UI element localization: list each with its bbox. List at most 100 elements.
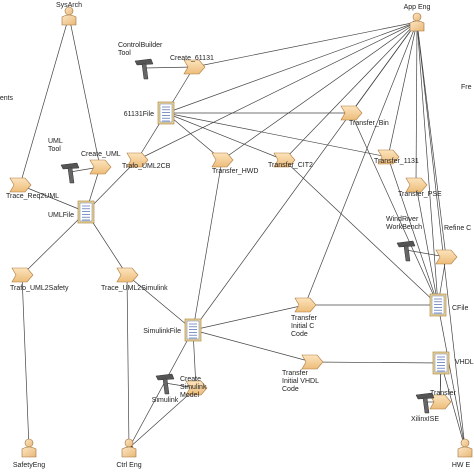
artifact-simulink-icon[interactable] xyxy=(184,318,202,342)
trace-uml2simulink-label: Trace_UML2Simulink xyxy=(101,285,168,292)
app-eng-label: App Eng xyxy=(403,4,431,11)
edge-simulink-to-transfer_initial_c xyxy=(192,303,306,331)
edge-transfer_hwd-to-app_eng xyxy=(221,21,418,161)
ments-label: ments xyxy=(0,95,14,102)
role-ctrl-eng[interactable] xyxy=(121,438,137,458)
task-create-uml[interactable] xyxy=(89,159,112,175)
hammer-icon xyxy=(155,373,175,395)
edge-f61131-to-transfer_1131 xyxy=(165,112,389,159)
connector-lines xyxy=(19,15,467,449)
task-create-61131[interactable] xyxy=(183,59,206,75)
edge-transfer_1131-to-app_eng xyxy=(387,21,419,158)
artifact-vhdl-icon[interactable] xyxy=(432,351,450,375)
safety-eng-label: SafetyEng xyxy=(12,462,46,469)
edge-transfer_hwd-to-simulink xyxy=(191,159,223,331)
transfer-label: Transfer xyxy=(430,390,456,397)
trace-req2uml-label: Trace_Req2UML xyxy=(6,193,60,200)
transfer-bin-label: Transfer_Bin xyxy=(349,120,389,127)
trafo-uml2cb-label: Trafo_UML2CB xyxy=(122,163,171,170)
sys-arch-label: SysArch xyxy=(55,2,83,9)
f61131-label: 61131File xyxy=(123,111,154,118)
edge-app_eng-to-hw_eng xyxy=(416,21,467,449)
task-trafo-uml2safety[interactable] xyxy=(11,267,34,283)
edge-trace_req2uml-to-sys_arch xyxy=(19,15,70,186)
task-transfer-hwd[interactable] xyxy=(211,152,234,168)
task-create-simulink[interactable] xyxy=(185,380,208,396)
edge-transfer_pse-to-app_eng xyxy=(414,21,420,186)
task-refine-c[interactable] xyxy=(435,249,458,265)
edge-uml-to-trafo_uml2cb xyxy=(85,159,138,213)
task-transfer-initial-vhdl[interactable] xyxy=(301,354,324,370)
edge-app_eng-to-refine_c xyxy=(416,21,448,258)
edge-trafo_uml2cb-to-app_eng xyxy=(136,21,418,161)
edge-transfer_initial_c-to-app_eng xyxy=(304,21,418,306)
edge-transfer_bin-to-cfile xyxy=(350,112,439,306)
refine-c-label: Refine C xyxy=(444,225,472,232)
vhdl-label: VHDLF xyxy=(455,359,474,366)
artifact-f61131-icon[interactable] xyxy=(157,101,175,125)
edge-create_uml-to-sys_arch xyxy=(67,15,101,168)
task-transfer-pse[interactable] xyxy=(405,177,428,193)
cfile-label: CFile xyxy=(452,305,469,312)
edge-trace_uml2simulink-to-simulink xyxy=(126,274,194,331)
hw-eng-label: HW E xyxy=(451,462,471,469)
edge-f61131-to-transfer_cit2 xyxy=(165,112,285,161)
edge-transfer_cit2-to-cfile xyxy=(283,159,439,306)
transfer-pse-label: Transfer_PSE xyxy=(398,191,442,198)
edge-trafo_uml2safety-to-safety_eng xyxy=(21,274,31,449)
edge-trace_uml2simulink-to-ctrl_eng xyxy=(126,274,132,449)
artifact-uml-icon[interactable] xyxy=(77,200,95,224)
role-safety-eng[interactable] xyxy=(21,438,37,458)
edge-simulink-to-transfer_initial_vhdl xyxy=(192,329,313,364)
hammer-icon xyxy=(134,58,154,80)
task-transfer-1131[interactable] xyxy=(377,149,400,165)
role-hw-eng[interactable] xyxy=(457,438,473,458)
edge-trace_req2uml-to-uml xyxy=(19,184,87,213)
edge-cfile-to-app_eng xyxy=(415,21,439,306)
role-sys-arch[interactable] xyxy=(61,6,77,26)
task-trace-uml2simulink[interactable] xyxy=(116,267,139,283)
edge-tool_cb-to-create_61131 xyxy=(143,64,195,70)
edge-create_61131-to-app_eng xyxy=(193,20,418,68)
create-uml-label: Create_UML xyxy=(81,151,121,158)
edge-f61131-to-app_eng xyxy=(165,21,418,114)
create-61131-label: Create_61131 xyxy=(170,55,214,62)
task-transfer-cit2[interactable] xyxy=(273,152,296,168)
edge-vhdl-to-hw_eng xyxy=(440,362,466,449)
edge-transfer_cit2-to-app_eng xyxy=(283,21,418,161)
task-transfer[interactable] xyxy=(429,394,452,410)
transfer-1131-label: Transfer_1131 xyxy=(374,158,419,165)
task-trafo-uml2cb[interactable] xyxy=(126,152,149,168)
task-transfer-initial-c[interactable] xyxy=(294,297,317,313)
task-transfer-bin[interactable] xyxy=(340,105,363,121)
edge-f61131-to-transfer_hwd xyxy=(165,112,223,161)
tool-sim-label: Simulink xyxy=(151,397,179,404)
tool-xil-label: XilinxISE xyxy=(410,416,440,423)
hammer-icon xyxy=(60,162,80,184)
ctrl-eng-label: Ctrl Eng xyxy=(116,462,142,469)
transfer-hwd-label: Transfer_HWD xyxy=(212,168,259,175)
fre-label: Fre xyxy=(461,84,472,91)
uml-label: UMLFile xyxy=(47,212,74,219)
edge-transfer_pse-to-cfile xyxy=(415,184,440,306)
simulink-label: SimulinkFile xyxy=(143,328,181,335)
role-app-eng[interactable] xyxy=(409,12,425,32)
edge-simulink-to-ctrl_eng xyxy=(128,329,194,449)
transfer-cit2-label: Transfer_CIT2 xyxy=(268,162,313,169)
edge-cfile-to-hw_eng xyxy=(437,304,467,449)
edge-transfer_1131-to-cfile xyxy=(387,156,439,306)
edge-create_simulink-to-ctrl_eng xyxy=(128,387,197,449)
edge-simulink-to-app_eng xyxy=(192,21,418,331)
task-trace-req2uml[interactable] xyxy=(9,177,32,193)
trafo-uml2safety-label: Trafo_UML2Safety xyxy=(10,285,69,292)
edge-uml-to-trafo_uml2safety xyxy=(21,211,87,276)
artifact-cfile-icon[interactable] xyxy=(429,293,447,317)
hammer-icon xyxy=(415,392,435,414)
